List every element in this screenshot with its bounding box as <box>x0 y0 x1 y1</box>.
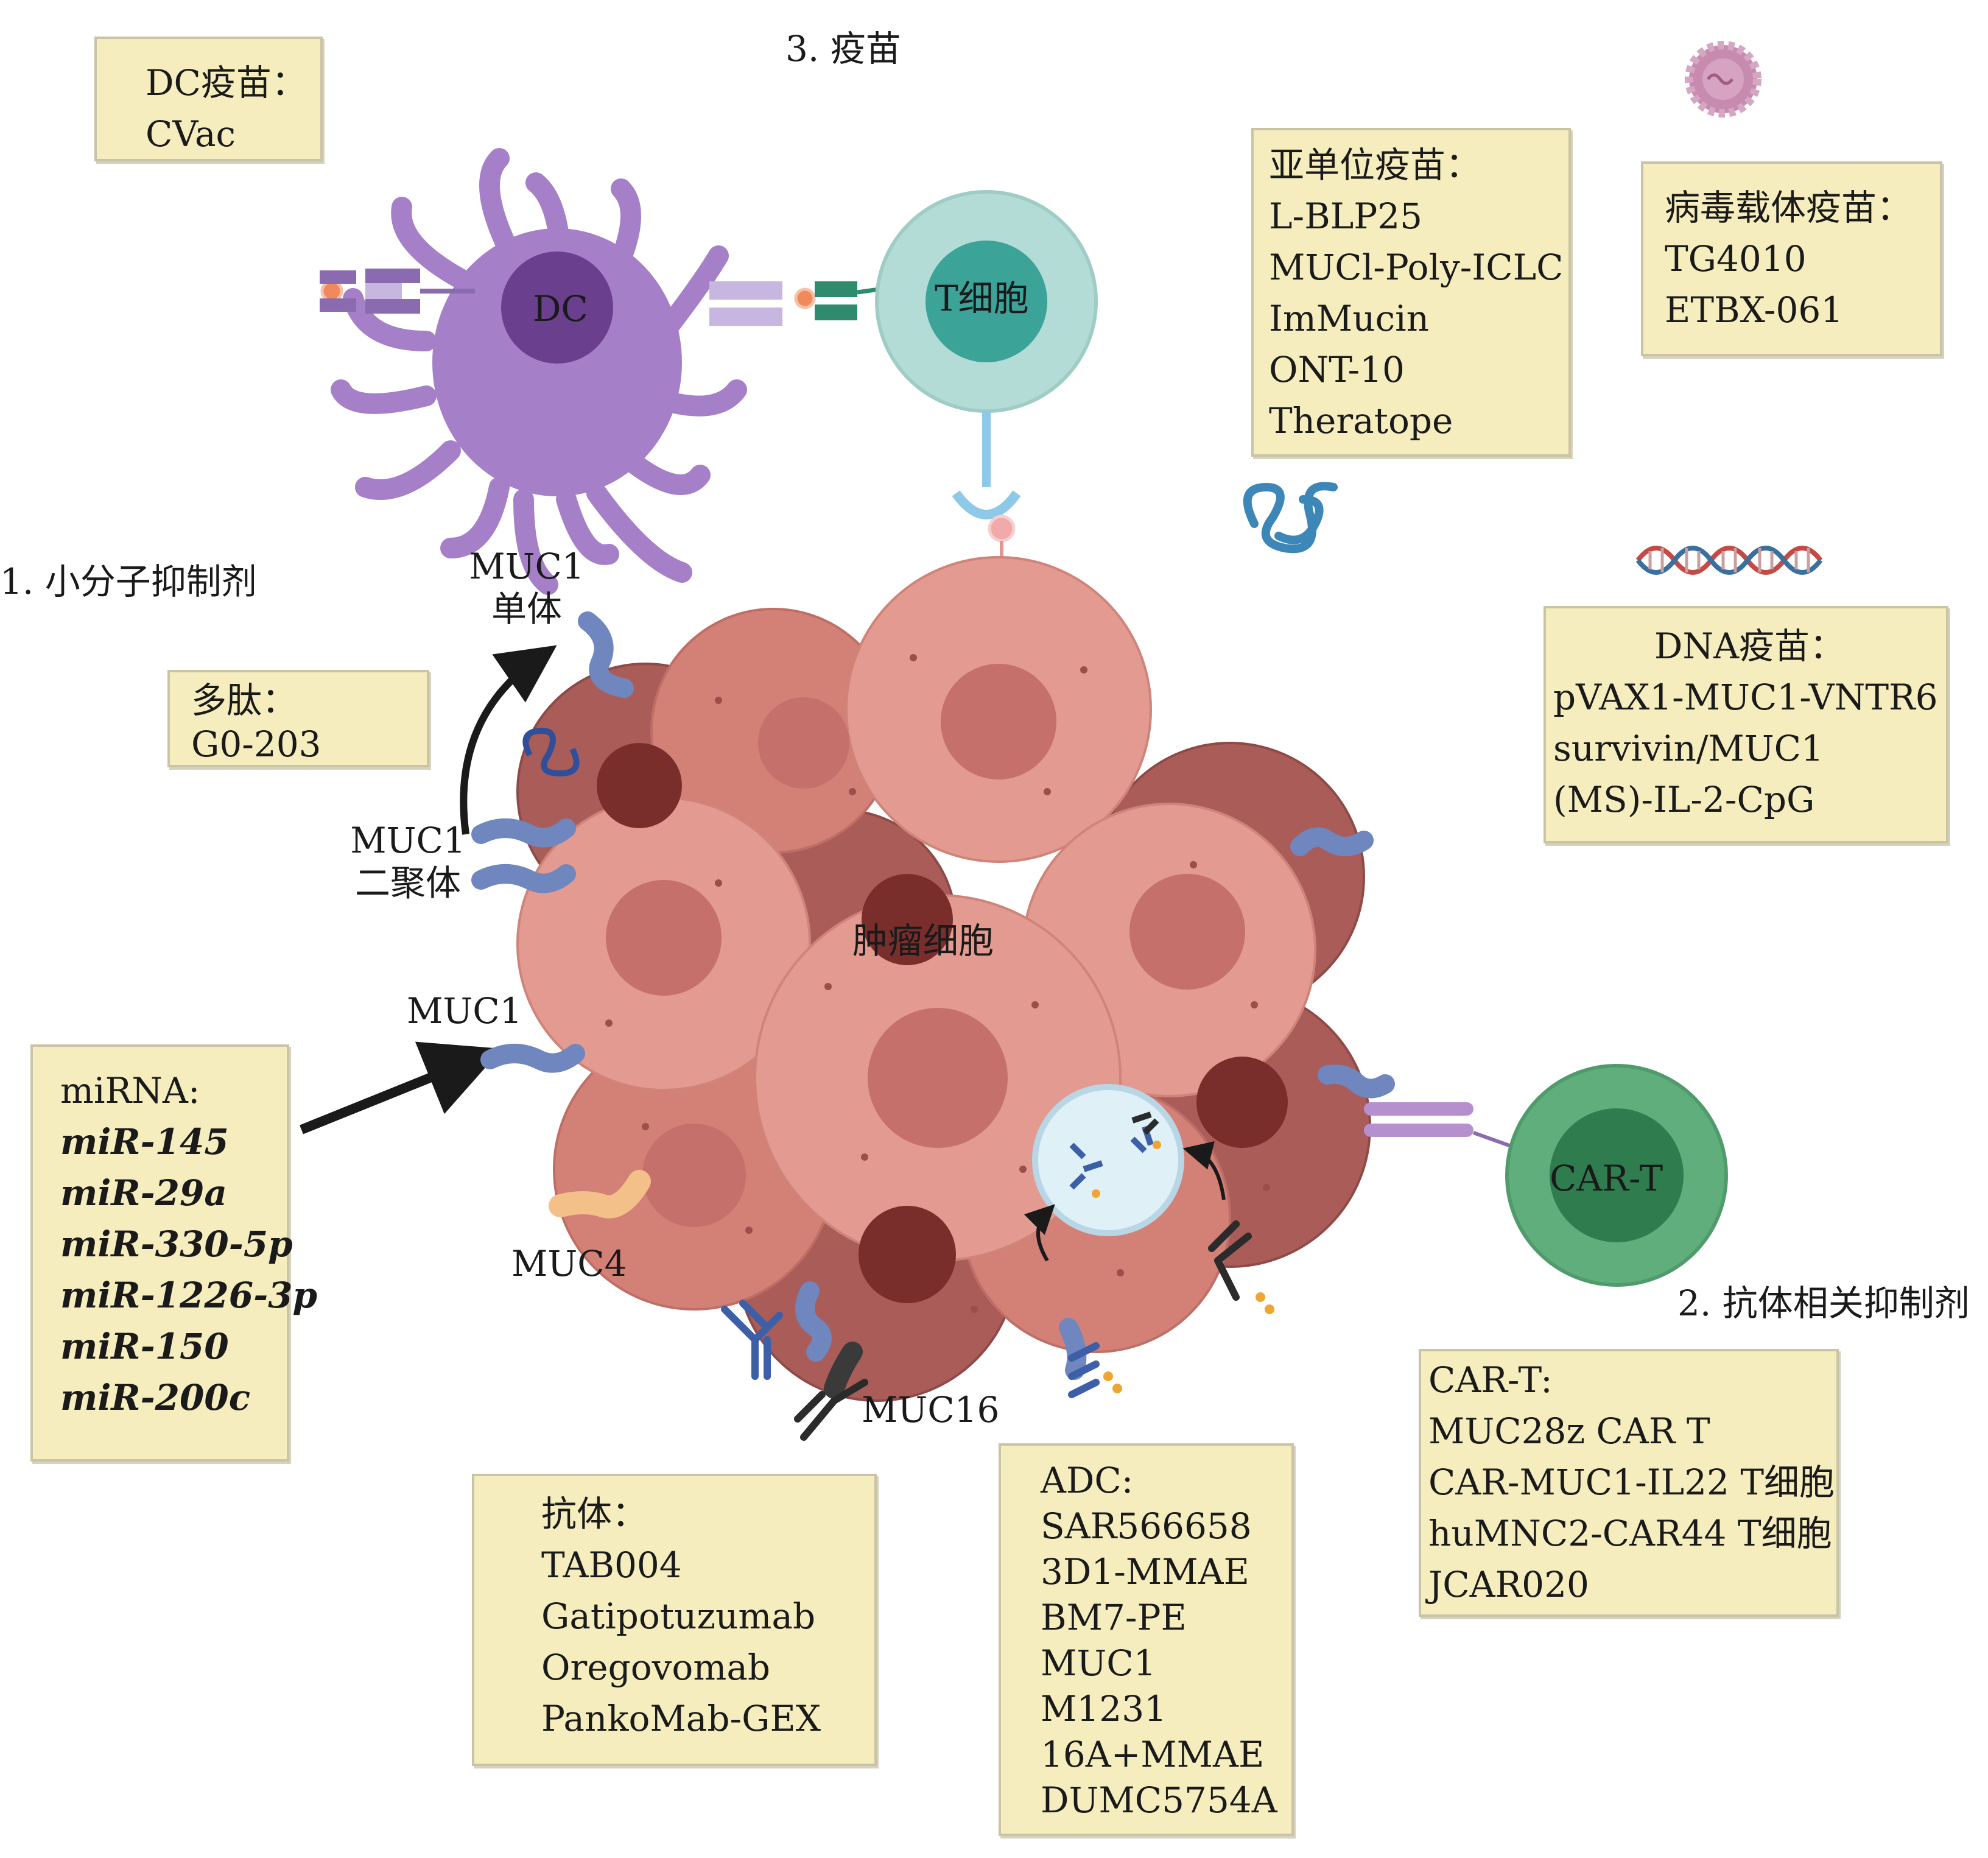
car-receptor <box>1364 1102 1517 1150</box>
dc-label: DC <box>533 288 588 329</box>
muc16-label: MUC16 <box>862 1389 1000 1430</box>
dc-vaccine-box: DC疫苗： CVac <box>94 37 323 161</box>
left-mhc-complex <box>320 269 475 314</box>
adc-uptake-arrow <box>1024 1204 1055 1262</box>
muc4-label: MUC4 <box>511 1243 627 1284</box>
muc1-glycan-icon <box>522 727 580 777</box>
car-t-box: CAR-T: MUC28z CAR T CAR-MUC1-IL22 T细胞 hu… <box>1419 1349 1839 1617</box>
subunit-vaccine-box: 亚单位疫苗： L-BLP25 MUCl-Poly-ICLC ImMucin ON… <box>1251 128 1571 457</box>
muc1-monomer-label: MUC1 单体 <box>469 546 585 630</box>
car-t-label: CAR-T <box>1550 1158 1663 1199</box>
protein-subunit-icon <box>1243 482 1338 554</box>
mirna-list: miR-145 miR-29a miR-330-5p miR-1226-3p m… <box>60 1121 318 1418</box>
dna-icon <box>1635 546 1823 575</box>
adc-box: ADC: SAR566658 3D1-MMAE BM7-PE MUC1 M123… <box>999 1443 1294 1836</box>
muc1-label: MUC1 <box>407 990 522 1032</box>
car-t-nucleus <box>1550 1108 1684 1242</box>
dc-cell <box>331 148 747 595</box>
muc1-monomer-arrow <box>460 645 557 835</box>
endosome <box>1032 1084 1184 1236</box>
section-antibody-title: 2. 抗体相关抑制剂 <box>1677 1283 1970 1324</box>
t-cell-nucleus <box>926 241 1047 362</box>
section-vaccine-title: 3. 疫苗 <box>785 28 901 69</box>
virus-icon <box>1685 41 1761 118</box>
section-small-molecule-title: 1. 小分子抑制剂 <box>0 561 257 602</box>
dna-vaccine-box: DNA疫苗： pVAX1-MUC1-VNTR6 survivin/MUC1 (M… <box>1544 606 1948 843</box>
mhc-tcr-complex <box>709 281 902 326</box>
adc-internalization-arrow <box>1182 1141 1226 1200</box>
viral-vector-vaccine-box: 病毒载体疫苗： TG4010 ETBX-061 <box>1641 161 1942 356</box>
t-cell-label: T细胞 <box>935 278 1029 319</box>
t-cell <box>875 190 1098 615</box>
dc-nucleus <box>501 252 613 364</box>
mirna-box: miRNA: miR-145 miR-29a miR-330-5p miR-12… <box>30 1044 318 1462</box>
tumor-cluster <box>516 556 1371 1402</box>
tumor-cell-label: 肿瘤细胞 <box>852 920 994 962</box>
peptide-box: 多肽： G0-203 <box>167 670 429 767</box>
muc1-dimer-label: MUC1 二聚体 <box>350 820 466 904</box>
muc16-protein <box>824 1342 863 1399</box>
muc4-protein <box>549 1170 651 1219</box>
antibody-box: 抗体： TAB004 Gatipotuzumab Oregovomab Pank… <box>472 1474 877 1766</box>
antibody-icons <box>721 1220 1274 1441</box>
mirna-arrow <box>300 1041 502 1135</box>
muc1-protein <box>471 611 1395 1380</box>
car-t-cell <box>1505 1064 1728 1287</box>
